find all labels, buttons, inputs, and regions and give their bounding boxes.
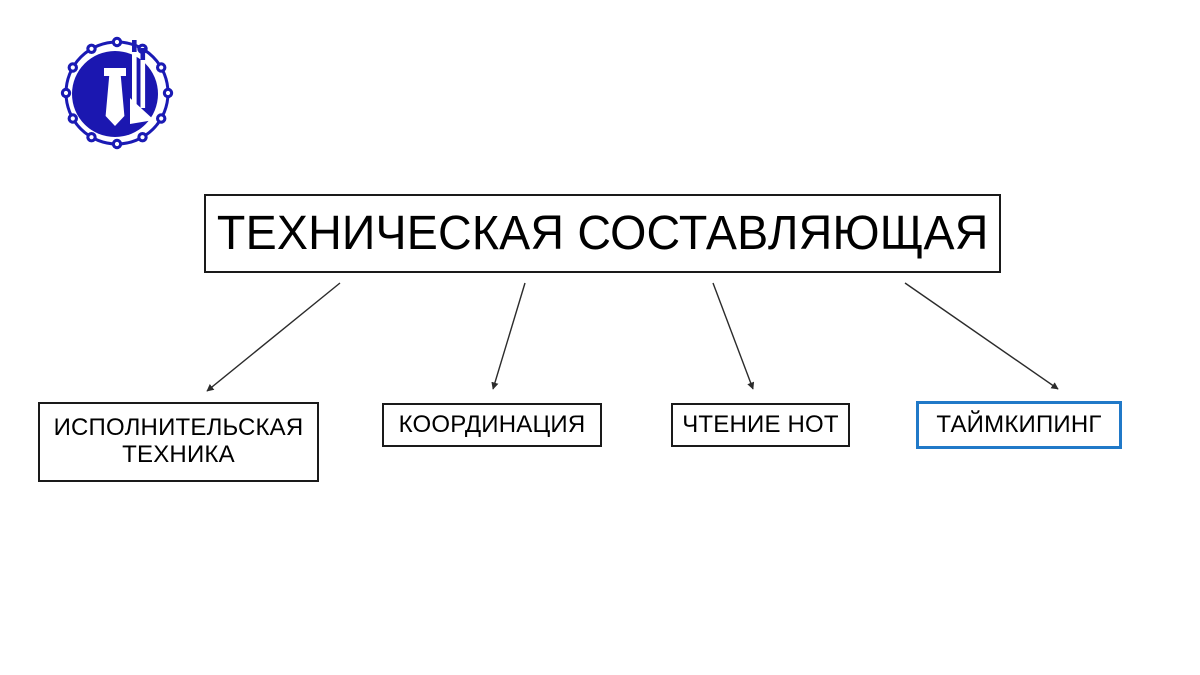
diagram-node-timekeeping-label: ТАЙМКИПИНГ [936,410,1102,438]
institution-logo [58,32,176,150]
emblem-icon [60,36,174,150]
label-line-2: ТЕХНИКА [122,441,235,468]
diagram-node-coordination-label: КООРДИНАЦИЯ [398,410,586,438]
label-line-1: ИСПОЛНИТЕЛЬСКАЯ [53,414,304,442]
diagram-node-sightreading[interactable]: ЧТЕНИЕ НОТ [671,403,850,447]
arrow-to-timekeeping [904,282,1059,390]
diagram-node-performance[interactable]: ИСПОЛНИТЕЛЬСКАЯ ТЕХНИКА [38,402,319,482]
arrow-to-sightreading [712,282,755,390]
diagram-root-node[interactable]: ТЕХНИЧЕСКАЯ СОСТАВЛЯЮЩАЯ [204,194,1001,273]
diagram-node-performance-label: ИСПОЛНИТЕЛЬСКАЯ ТЕХНИКА [48,414,310,469]
diagram-node-sightreading-label: ЧТЕНИЕ НОТ [682,410,839,438]
arrow-to-coordination [491,282,526,390]
diagram-node-timekeeping[interactable]: ТАЙМКИПИНГ [916,401,1122,449]
arrow-to-performance [206,282,341,392]
diagram-root-label: ТЕХНИЧЕСКАЯ СОСТАВЛЯЮЩАЯ [216,206,989,260]
diagram-node-coordination[interactable]: КООРДИНАЦИЯ [382,403,602,447]
